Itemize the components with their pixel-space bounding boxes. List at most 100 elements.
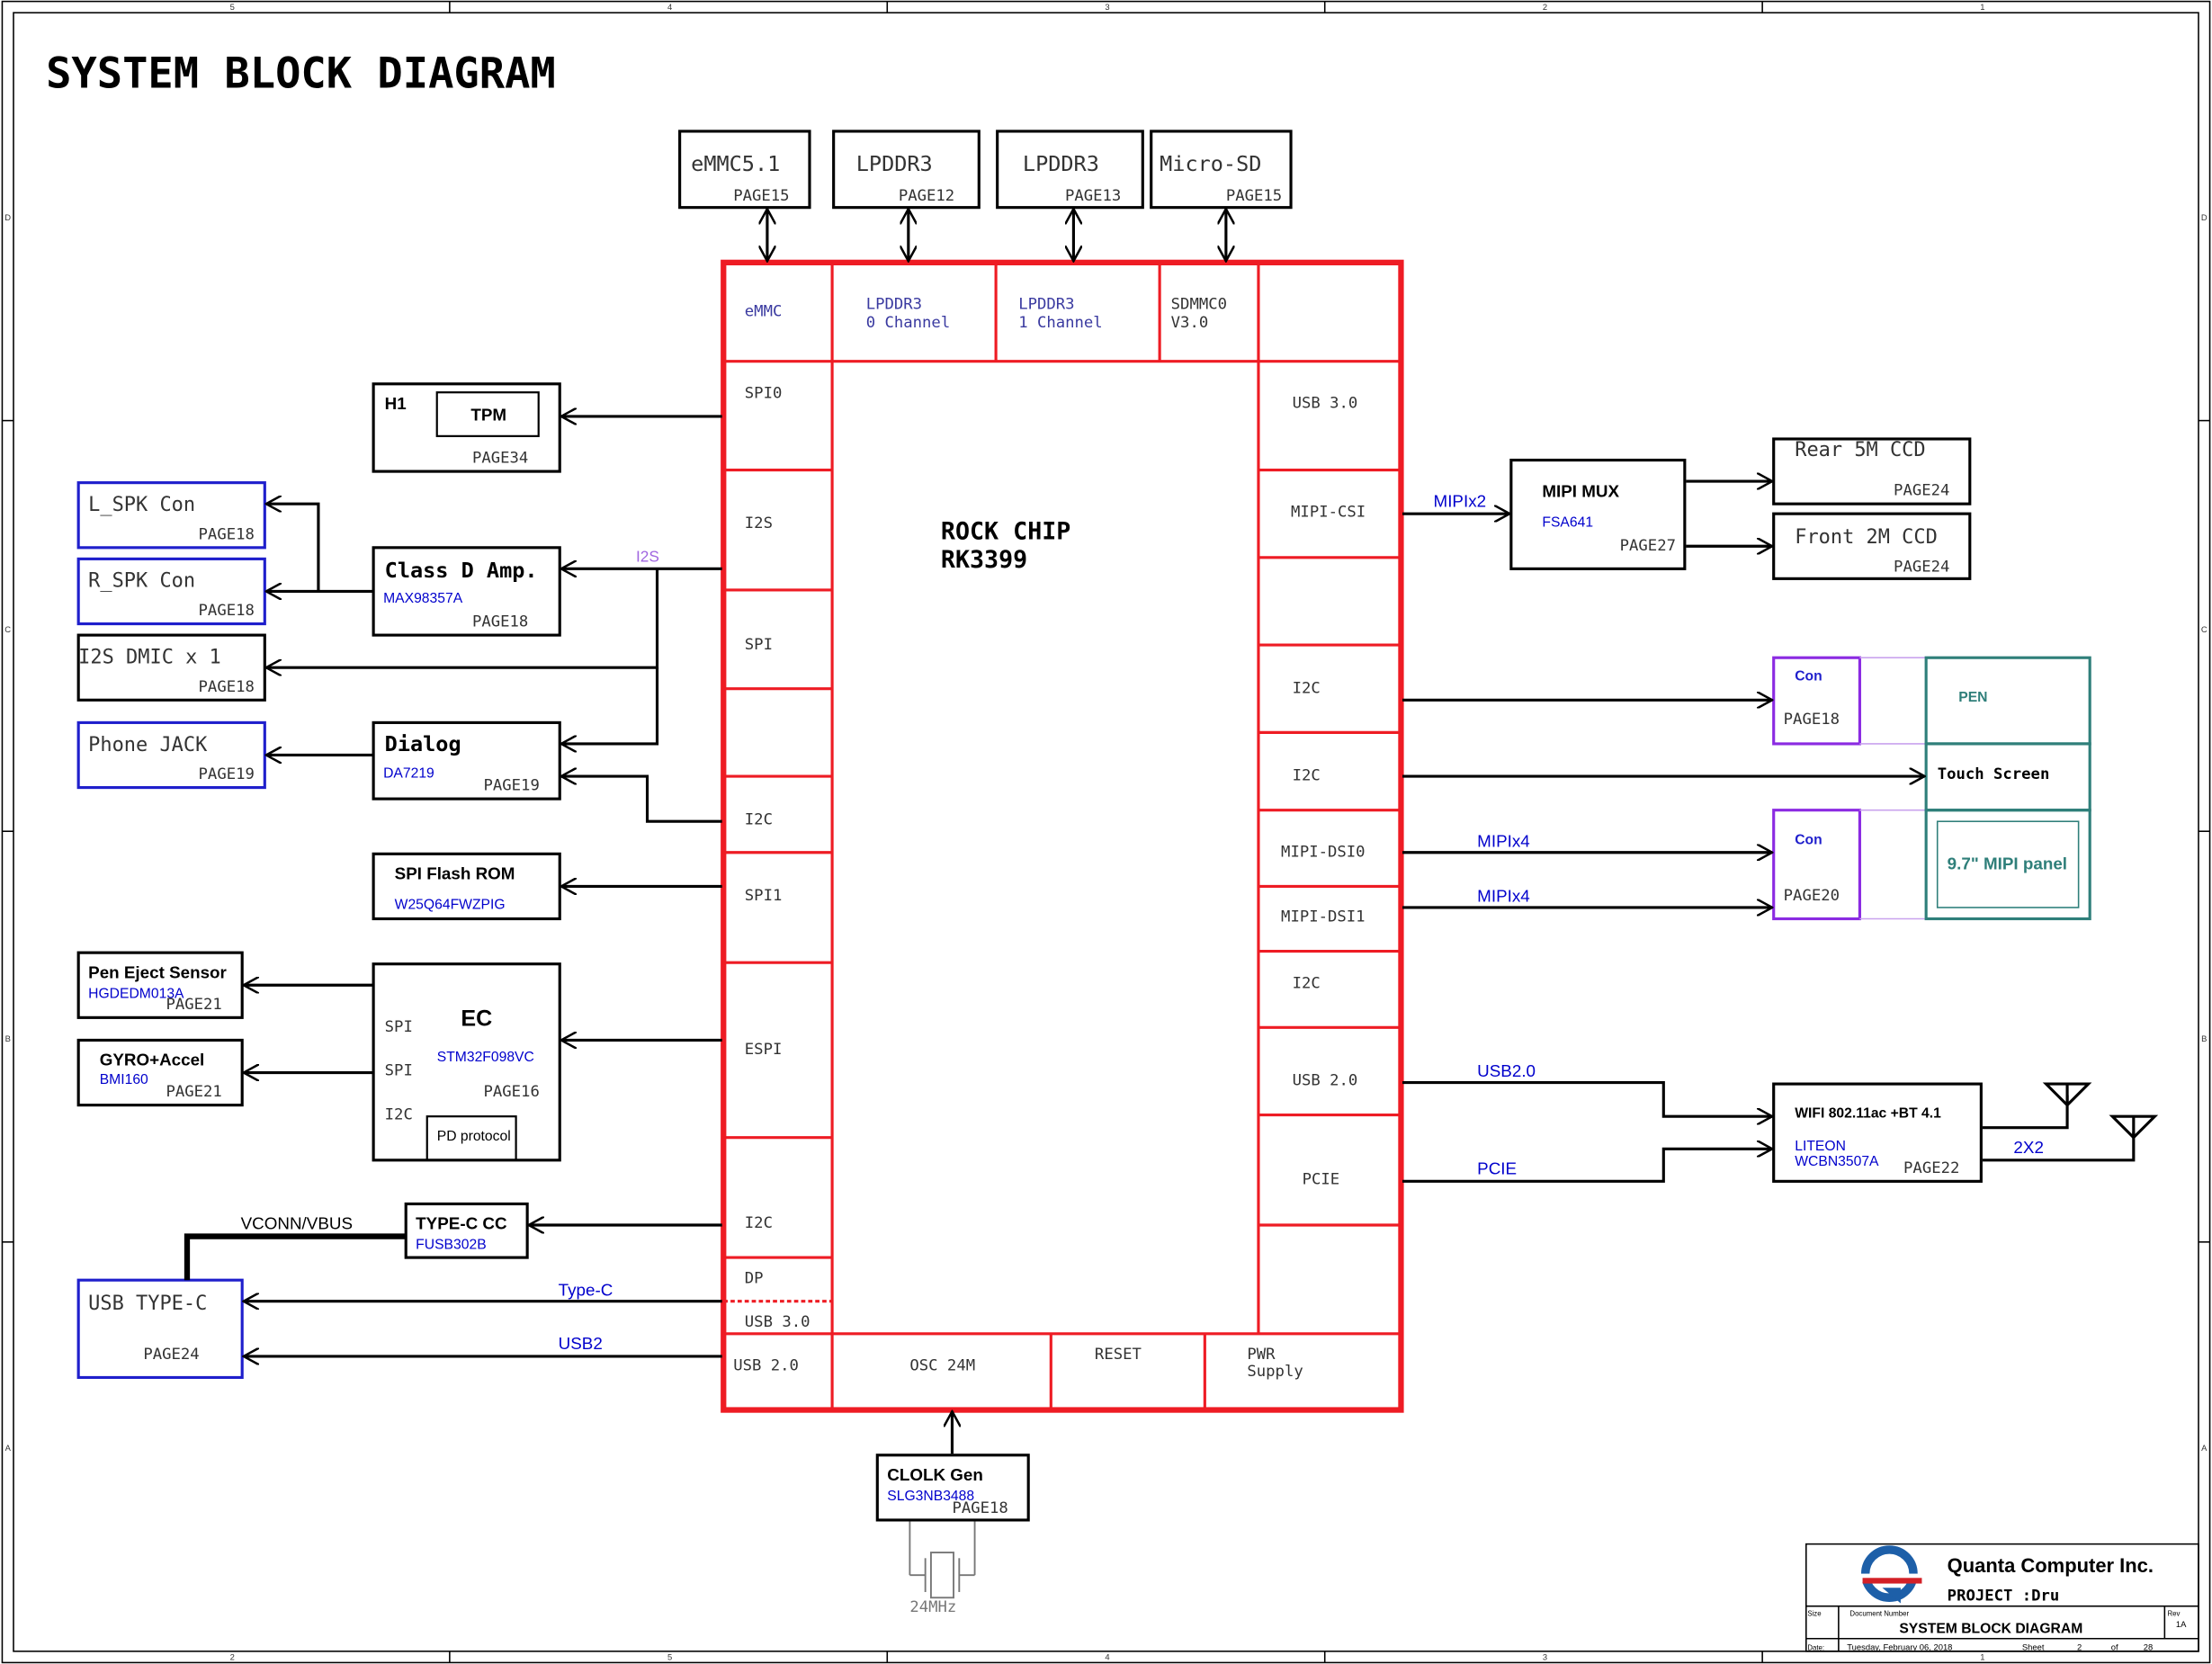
wifi-part-2: WCBN3507A	[1795, 1154, 1879, 1169]
mipi-mux-part: FSA641	[1542, 514, 1593, 530]
emmc-page: PAGE15	[733, 187, 789, 205]
pen-block	[1924, 656, 2091, 746]
crystal-icon	[909, 1521, 976, 1599]
tick-top-4: 4	[667, 2, 672, 12]
dialog-page: PAGE19	[484, 777, 540, 795]
tpm-label: TPM	[470, 406, 506, 425]
mipix4-signal-label-1: MIPIx4	[1477, 831, 1530, 850]
ec-pin-i2c: I2C	[385, 1105, 413, 1123]
class-d-amp-part: MAX98357A	[383, 591, 463, 606]
pen-eject-page: PAGE21	[166, 996, 221, 1014]
soc-top-cell-sdmmc0: SDMMC0	[1171, 296, 1227, 314]
soc-block	[721, 259, 1404, 1413]
soc-pin-i2c-left-1: I2C	[745, 810, 773, 828]
soc-bottom-supply: Supply	[1247, 1363, 1303, 1381]
wifi-page: PAGE22	[1903, 1159, 1959, 1177]
doc-title: SYSTEM BLOCK DIAGRAM	[1899, 1621, 2082, 1636]
date-label: Date:	[1807, 1643, 1824, 1651]
micro-sd-page: PAGE15	[1226, 187, 1282, 205]
i2s-signal-label: I2S	[636, 548, 659, 566]
pen-eject-part: HGDEDM013A	[88, 986, 184, 1001]
usb2-0-signal-label: USB2.0	[1477, 1061, 1536, 1080]
ec-pin-spi-2: SPI	[385, 1062, 413, 1080]
rear-ccd-block	[1772, 437, 1972, 505]
usb-typec-label: USB TYPE-C	[88, 1293, 207, 1315]
lpddr3-0-page: PAGE12	[899, 187, 954, 205]
emmc-block	[678, 130, 811, 210]
h1-block	[372, 382, 561, 473]
l-spk-block	[76, 481, 266, 550]
typec-cc-part: FUSB302B	[416, 1238, 486, 1253]
soc-pin-mipi-dsi1: MIPI-DSI1	[1281, 908, 1365, 926]
pen-label: PEN	[1958, 690, 1987, 705]
soc-top-cell-emmc: eMMC	[745, 302, 783, 320]
rev-value: 1A	[2176, 1619, 2187, 1629]
sheet-label: Sheet	[2022, 1642, 2045, 1651]
soc-pin-spi1: SPI1	[745, 887, 783, 905]
front-ccd-label: Front 2M CCD	[1795, 526, 1938, 549]
spi-flash-part: W25Q64FWZPIG	[395, 898, 506, 913]
soc-pin-spi0: SPI0	[745, 384, 783, 402]
sheet-value: 2	[2077, 1642, 2082, 1651]
pcie-signal-label: PCIE	[1477, 1159, 1517, 1178]
l-spk-page: PAGE18	[199, 525, 255, 543]
clock-gen-label: CLOLK Gen	[887, 1465, 983, 1484]
dialog-part: DA7219	[383, 766, 434, 782]
h1-page: PAGE34	[472, 450, 528, 468]
soc-pin-i2c-right-2: I2C	[1293, 767, 1321, 785]
spi-flash-label: SPI Flash ROM	[395, 864, 515, 883]
memory-bus-lines	[767, 209, 1226, 261]
crystal-label: 24MHz	[909, 1598, 956, 1616]
soc-pin-dp: DP	[745, 1269, 764, 1287]
soc-top-cell-sdmmc0-ver: V3.0	[1171, 314, 1209, 332]
soc-top-cell-lpddr3-0-ch: 0 Channel	[866, 314, 950, 332]
antenna-icon	[2042, 1082, 2159, 1140]
tick-top-2: 2	[1543, 2, 1547, 12]
soc-top-cell-lpddr3-0: LPDDR3	[866, 296, 922, 314]
lpddr3-1-label: LPDDR3	[1023, 151, 1099, 176]
tick-left-b: B	[5, 1033, 11, 1043]
title-block	[1805, 1543, 2199, 1652]
con-pen-page: PAGE18	[1784, 711, 1840, 729]
soc-bottom-pwr: PWR	[1247, 1346, 1276, 1364]
soc-pin-usb2-left: USB 2.0	[733, 1357, 799, 1375]
con-panel-block	[1772, 809, 1861, 921]
front-ccd-block	[1772, 512, 1972, 580]
gyro-part: BMI160	[100, 1072, 148, 1087]
right-connections	[1402, 481, 2136, 1183]
r-spk-label: R_SPK Con	[88, 570, 195, 593]
ec-label: EC	[461, 1006, 492, 1032]
pd-protocol-label: PD protocol	[437, 1129, 511, 1144]
mipi-panel-block	[1924, 809, 2091, 921]
usb-typec-block	[76, 1278, 244, 1380]
antenna-2x2-label: 2X2	[2013, 1138, 2043, 1157]
soc-pin-i2s: I2S	[745, 514, 773, 532]
emmc-label: eMMC5.1	[691, 151, 780, 176]
tick-right-c: C	[2201, 624, 2208, 634]
front-ccd-page: PAGE24	[1894, 558, 1949, 576]
con-pen-label: Con	[1795, 668, 1822, 684]
soc-pin-usb3-right: USB 3.0	[1293, 394, 1358, 412]
clock-gen-part: SLG3NB3488	[887, 1489, 974, 1504]
tick-left-d: D	[4, 212, 11, 222]
tick-bottom-1: 1	[1980, 1651, 1984, 1661]
typec-cc-label: TYPE-C CC	[416, 1214, 507, 1233]
i2s-dmic-label: I2S DMIC x 1	[78, 646, 221, 668]
tick-bottom-4: 4	[1105, 1651, 1109, 1661]
con-pen-block	[1772, 656, 1861, 746]
soc-pin-i2c-right-3: I2C	[1293, 974, 1321, 992]
ec-page: PAGE16	[484, 1083, 540, 1101]
soc-pin-espi: ESPI	[745, 1041, 783, 1059]
soc-bottom-reset: RESET	[1095, 1346, 1142, 1364]
sheet-total: 28	[2144, 1642, 2153, 1651]
clock-gen-block	[875, 1454, 1030, 1522]
soc-pin-i2c-right-1: I2C	[1293, 679, 1321, 697]
date-value: Tuesday, February 06, 2018	[1847, 1642, 1952, 1651]
soc-part: RK3399	[941, 546, 1027, 574]
usb-typec-page: PAGE24	[143, 1346, 199, 1364]
mipi-panel-label: 9.7" MIPI panel	[1948, 854, 2067, 873]
mipix4-signal-label-2: MIPIx4	[1477, 887, 1530, 906]
wifi-block	[1772, 1082, 1983, 1183]
left-connections	[184, 416, 722, 1356]
